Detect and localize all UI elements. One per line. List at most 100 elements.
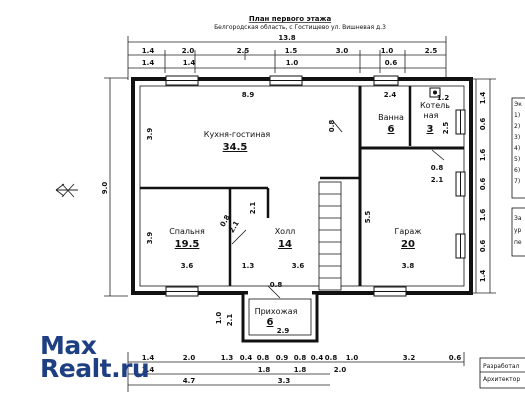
svg-text:0.4: 0.4 [240, 354, 253, 362]
room-garage-name: Гараж [395, 227, 422, 236]
svg-text:1.4: 1.4 [142, 354, 155, 362]
svg-text:0.8: 0.8 [328, 120, 336, 133]
staircase [318, 181, 342, 291]
svg-text:8.9: 8.9 [242, 91, 255, 99]
svg-text:0.6: 0.6 [479, 118, 487, 131]
svg-text:6): 6) [514, 167, 520, 174]
interior-walls [140, 86, 464, 286]
top-dimension-lines [127, 36, 447, 80]
svg-text:1.4: 1.4 [142, 59, 155, 67]
svg-text:1.4: 1.4 [183, 59, 196, 67]
svg-text:1): 1) [514, 112, 520, 119]
svg-text:За: За [514, 215, 522, 222]
svg-text:3.9: 3.9 [146, 128, 154, 141]
svg-text:0.8: 0.8 [270, 281, 283, 289]
svg-text:ур: ур [514, 227, 522, 234]
room-bath-name: Ванна [378, 113, 404, 122]
svg-text:0.6: 0.6 [449, 354, 462, 362]
plan-address: Белгородская область, с Гостищево ул. Ви… [214, 24, 386, 31]
right-side-dims: 1.4 0.6 1.6 0.6 1.6 0.6 1.4 [479, 92, 487, 283]
room-kitchen-name: Кухня-гостиная [204, 130, 271, 139]
svg-text:1.8: 1.8 [294, 366, 307, 374]
svg-text:0.8: 0.8 [257, 354, 270, 362]
svg-text:1.3: 1.3 [242, 262, 255, 270]
svg-text:0.6: 0.6 [385, 59, 398, 67]
room-entrance-name: Прихожая [255, 307, 298, 316]
svg-text:2.1: 2.1 [431, 176, 444, 184]
outer-walls [131, 77, 473, 295]
svg-text:2.1: 2.1 [226, 314, 234, 327]
room-boiler-name-line2: ная [424, 111, 439, 120]
room-boiler-name-line1: Котель [420, 101, 450, 110]
room-bedroom-area: 19.5 [175, 239, 200, 250]
svg-text:3.8: 3.8 [402, 262, 415, 270]
bottom-row3-dims: 4.7 3.3 [183, 377, 291, 385]
svg-text:1.5: 1.5 [285, 47, 298, 55]
svg-text:0.4: 0.4 [311, 354, 324, 362]
svg-text:3.6: 3.6 [181, 262, 194, 270]
svg-text:2.0: 2.0 [182, 47, 195, 55]
svg-text:5.5: 5.5 [364, 211, 372, 224]
svg-text:1.4: 1.4 [142, 366, 155, 374]
watermark-logo: Max Realt.ru [40, 331, 150, 383]
top-total-dim: 13.8 [278, 34, 295, 42]
svg-text:1.4: 1.4 [142, 47, 155, 55]
room-garage-area: 20 [401, 239, 415, 250]
svg-text:0.6: 0.6 [479, 240, 487, 253]
developer-label: Разработал [483, 363, 520, 370]
svg-text:1.2: 1.2 [437, 94, 450, 102]
svg-text:2.4: 2.4 [384, 91, 397, 99]
room-entrance-area: 6 [267, 317, 274, 328]
svg-text:0.8: 0.8 [294, 354, 307, 362]
architect-label: Архитектор [483, 376, 520, 383]
top-row1-dims: 1.4 2.0 2.5 1.5 3.0 1.0 2.5 [142, 47, 438, 55]
room-boiler-area: 3 [427, 124, 434, 135]
boiler-unit-dot [433, 90, 437, 95]
svg-text:2.5: 2.5 [425, 47, 438, 55]
svg-text:1.3: 1.3 [221, 354, 234, 362]
svg-text:2.5: 2.5 [442, 122, 450, 135]
svg-text:4): 4) [514, 145, 520, 152]
side-panel [479, 97, 525, 389]
bottom-row2-dims: 1.4 1.8 1.8 2.0 [142, 366, 347, 374]
svg-text:1.4: 1.4 [479, 270, 487, 283]
svg-text:2): 2) [514, 123, 520, 130]
svg-text:1.6: 1.6 [479, 209, 487, 222]
windows [165, 75, 466, 297]
svg-text:3.3: 3.3 [278, 377, 291, 385]
watermark-line2: Realt.ru [40, 354, 150, 383]
watermark-line1: Max [40, 331, 97, 360]
right-dimension-line [470, 78, 496, 294]
svg-text:1.0: 1.0 [346, 354, 359, 362]
interior-dimensions: 8.9 2.4 1.2 2.5 3.9 0.8 0.8 2.1 3.9 3.6 … [146, 91, 450, 335]
svg-text:4.7: 4.7 [183, 377, 196, 385]
svg-text:2.0: 2.0 [334, 366, 347, 374]
plan-title: План первого этажа [249, 15, 332, 23]
svg-text:0.8: 0.8 [431, 164, 444, 172]
bottom-dimension-lines [127, 352, 465, 392]
svg-text:пе: пе [514, 239, 522, 246]
room-bedroom-name: Спальня [169, 227, 205, 236]
doors [231, 119, 445, 299]
left-total-dim: 9.0 [101, 182, 109, 195]
svg-text:1.8: 1.8 [258, 366, 271, 374]
svg-text:1.4: 1.4 [479, 92, 487, 105]
bottom-row1-dims: 1.4 2.0 1.3 0.4 0.8 0.9 0.8 0.4 0.8 1.0 … [142, 354, 462, 362]
north-arrow-icon [55, 183, 78, 198]
svg-text:3.2: 3.2 [403, 354, 416, 362]
svg-text:3.9: 3.9 [146, 232, 154, 245]
svg-text:2.9: 2.9 [277, 327, 290, 335]
room-hall-name: Холл [275, 227, 296, 236]
entrance-walls [241, 289, 319, 343]
top-row2-dims: 1.4 1.4 1.0 0.6 [142, 59, 398, 67]
svg-text:2.0: 2.0 [183, 354, 196, 362]
svg-text:3.6: 3.6 [292, 262, 305, 270]
left-dimension-line [104, 77, 128, 297]
svg-text:3): 3) [514, 134, 520, 141]
svg-text:2.1: 2.1 [249, 202, 257, 215]
svg-text:1.0: 1.0 [381, 47, 394, 55]
room-bath-area: 6 [388, 124, 395, 135]
svg-text:0.6: 0.6 [479, 178, 487, 191]
svg-text:5): 5) [514, 156, 520, 163]
